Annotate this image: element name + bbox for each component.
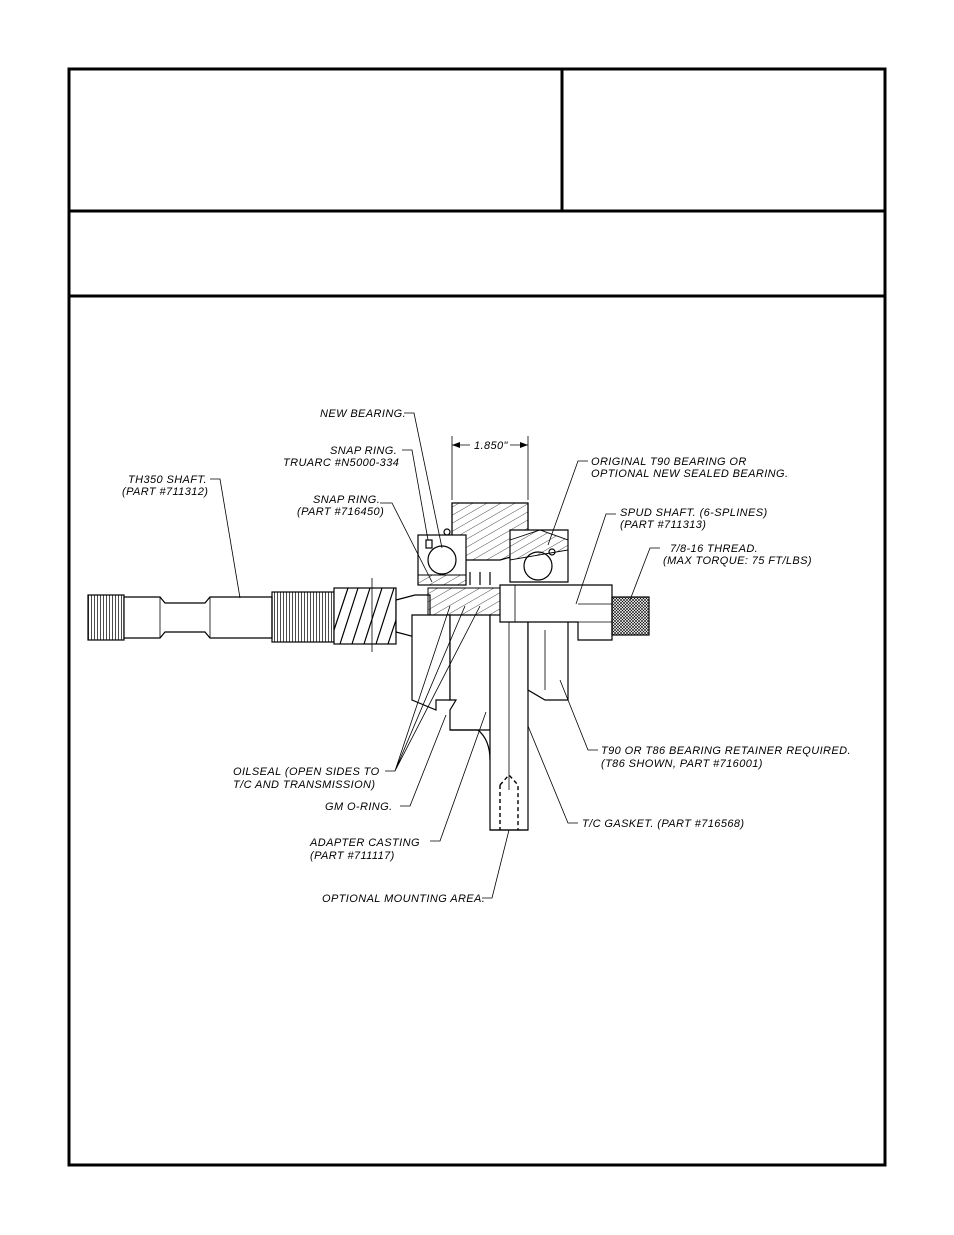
label-truarc: TRUARC #N5000-334 (283, 457, 399, 469)
label-original-bearing: ORIGINAL T90 BEARING OR (591, 456, 747, 468)
dimension-label: 1.850" (474, 440, 509, 452)
label-th350-part: (PART #711312) (122, 486, 208, 498)
dimension-1850 (451, 436, 529, 500)
label-mounting-area: OPTIONAL MOUNTING AREA. (322, 893, 485, 905)
assembly-cross-section: 1.850" (87, 412, 660, 899)
label-th350-shaft: TH350 SHAFT. (128, 474, 207, 486)
label-oilseal-sides: T/C AND TRANSMISSION) (233, 779, 375, 791)
label-snap-ring-2-part: (PART #716450) (297, 506, 384, 518)
label-spud-shaft: SPUD SHAFT. (6-SPLINES) (620, 507, 768, 519)
label-gm-oring: GM O-RING. (325, 801, 393, 813)
label-spud-part: (PART #711313) (620, 519, 706, 531)
label-snap-ring-1: SNAP RING. (330, 445, 397, 457)
label-retainer: T90 OR T86 BEARING RETAINER REQUIRED. (601, 745, 851, 757)
th350-shaft (87, 578, 431, 652)
title-block-frame (67, 67, 887, 1167)
new-bearing (417, 528, 467, 586)
adapter-casting (411, 614, 529, 831)
t90-bearing (509, 529, 569, 583)
label-tc-gasket: T/C GASKET. (PART #716568) (582, 818, 744, 830)
label-optional-bearing: OPTIONAL NEW SEALED BEARING. (591, 468, 788, 480)
label-thread: 7/8-16 THREAD. (670, 543, 758, 555)
label-adapter-casting: ADAPTER CASTING (309, 837, 420, 849)
label-snap-ring-2: SNAP RING. (313, 494, 380, 506)
label-retainer-part: (T86 SHOWN, PART #716001) (601, 758, 763, 770)
label-oilseal: OILSEAL (OPEN SIDES TO (233, 766, 380, 778)
spud-shaft (499, 584, 650, 641)
callout-labels: NEW BEARING. SNAP RING. TRUARC #N5000-33… (122, 408, 851, 905)
label-new-bearing: NEW BEARING. (320, 408, 406, 420)
label-torque: (MAX TORQUE: 75 FT/LBS) (663, 555, 812, 567)
leader-lines (210, 412, 660, 899)
bearing-retainer (527, 614, 569, 701)
label-adapter-part: (PART #711117) (310, 850, 395, 862)
